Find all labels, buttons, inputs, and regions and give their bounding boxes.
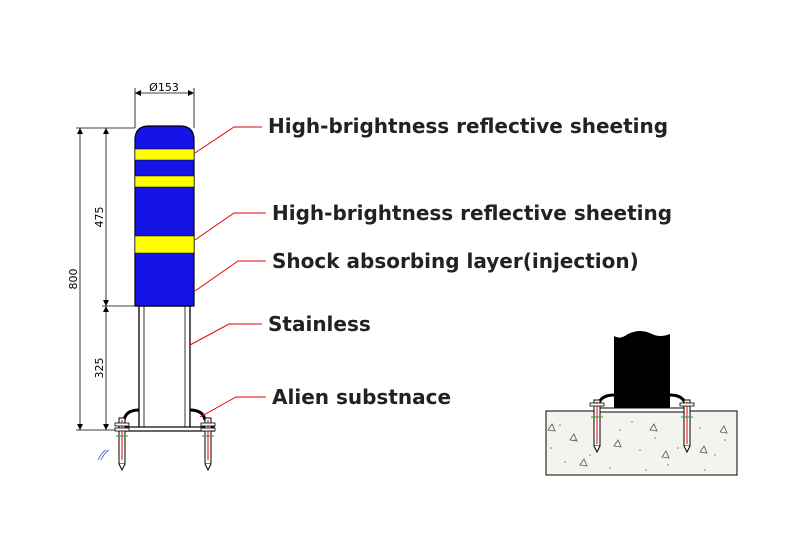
- label-anchor: Alien substnace: [272, 385, 451, 409]
- lower-height-label: 325: [93, 358, 106, 379]
- section-anchor-right: [679, 399, 695, 454]
- bollard-elevation: [97, 125, 216, 472]
- section-anchor-left: [589, 399, 605, 454]
- diameter-dimension-label: Ø153: [149, 81, 179, 94]
- leader-lines: [189, 126, 266, 418]
- reflective-stripe-1: [134, 148, 195, 161]
- anchor-bolt-left: [114, 417, 130, 472]
- anchor-bolt-right: [200, 417, 216, 472]
- label-stainless: Stainless: [268, 312, 371, 336]
- stainless-post: [138, 305, 191, 431]
- concrete-foundation: [545, 410, 738, 476]
- upper-height-label: 475: [93, 207, 106, 228]
- installation-section: [545, 331, 738, 476]
- label-shock-absorbing-layer: Shock absorbing layer(injection): [272, 249, 639, 273]
- dimension-lines: [76, 88, 195, 431]
- total-height-label: 800: [67, 269, 80, 290]
- label-reflective-sheeting-middle: High-brightness reflective sheeting: [272, 201, 672, 225]
- base-plate: [118, 426, 215, 432]
- reflective-stripe-2: [134, 175, 195, 188]
- bollard-post-section: [614, 331, 670, 411]
- bollard-body: [134, 125, 195, 307]
- reflective-stripe-3: [134, 235, 195, 254]
- label-reflective-sheeting-top: High-brightness reflective sheeting: [268, 114, 668, 138]
